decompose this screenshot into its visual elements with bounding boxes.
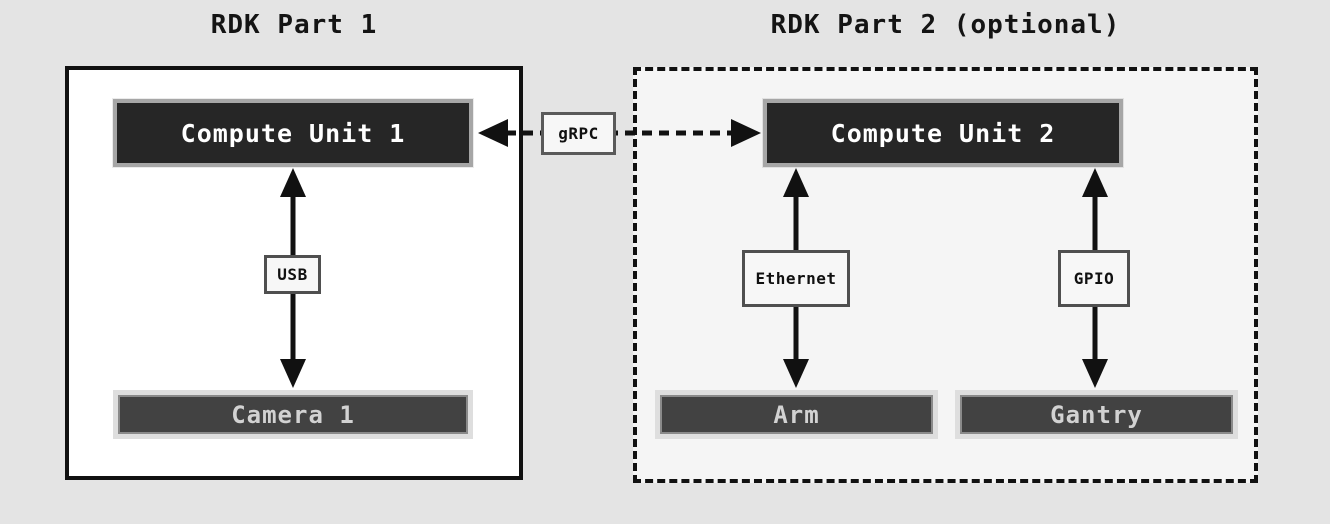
camera-1-label: Camera 1 (118, 395, 468, 434)
part2-title: RDK Part 2 (optional) (770, 10, 1121, 40)
arm-box: Arm (655, 390, 938, 439)
grpc-link-label: gRPC (541, 112, 616, 155)
part1-title: RDK Part 1 (210, 10, 378, 40)
arm-label: Arm (660, 395, 933, 434)
gantry-box: Gantry (955, 390, 1238, 439)
usb-bus-label: USB (264, 255, 321, 294)
gpio-bus-label: GPIO (1058, 250, 1130, 307)
camera-1-box: Camera 1 (113, 390, 473, 439)
ethernet-bus-label: Ethernet (742, 250, 850, 307)
compute-unit-2-box: Compute Unit 2 (763, 99, 1123, 167)
gantry-label: Gantry (960, 395, 1233, 434)
compute-unit-1-box: Compute Unit 1 (113, 99, 473, 167)
